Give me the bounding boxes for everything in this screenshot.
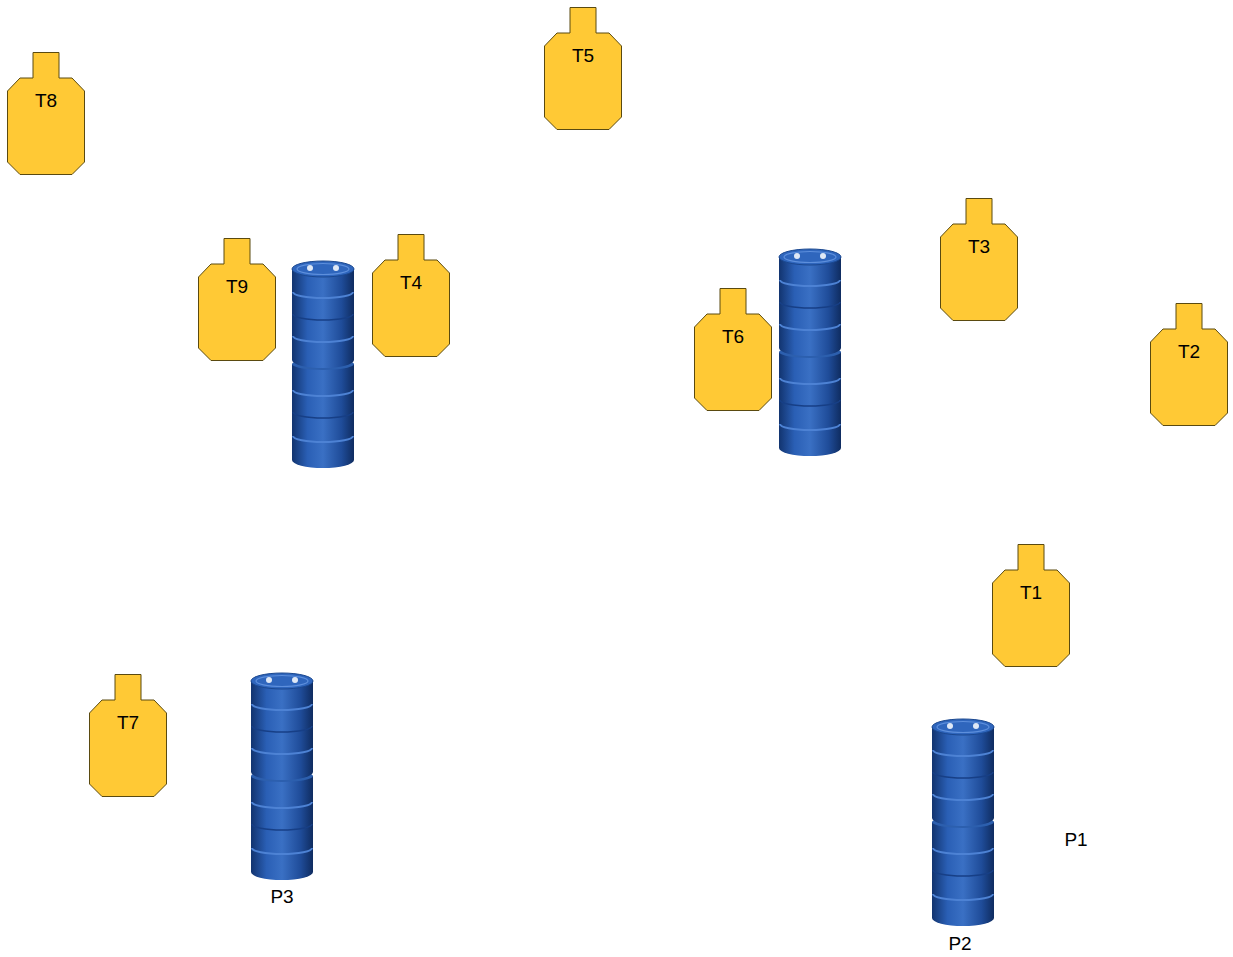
target-shape (695, 289, 772, 411)
target-shape (8, 53, 85, 175)
target-number: T8 (7, 90, 85, 112)
target-outline (544, 7, 622, 130)
target-outline (89, 674, 167, 797)
position-label: P1 (1064, 829, 1087, 851)
target-outline (372, 234, 450, 357)
target-number: T4 (372, 272, 450, 294)
target-number: T7 (89, 712, 167, 734)
target-shape (545, 8, 622, 130)
target: T1 (992, 544, 1070, 667)
target: T7 (89, 674, 167, 797)
target-shape (90, 675, 167, 797)
barrel-stack (292, 261, 354, 468)
target-outline (1150, 303, 1228, 426)
target-outline (992, 544, 1070, 667)
target: T3 (940, 198, 1018, 321)
target-shape (199, 239, 276, 361)
target: T9 (198, 238, 276, 361)
target-outline (198, 238, 276, 361)
target-shape (993, 545, 1070, 667)
barrel-stack (779, 249, 841, 456)
target-number: T5 (544, 45, 622, 67)
target-outline (940, 198, 1018, 321)
target-outline (7, 52, 85, 175)
target-number: T2 (1150, 341, 1228, 363)
position-label: P2 (948, 933, 971, 955)
target-number: T6 (694, 326, 772, 348)
target: T2 (1150, 303, 1228, 426)
position-label: P3 (270, 886, 293, 908)
target-shape (1151, 304, 1228, 426)
barrel-stack (251, 673, 313, 880)
target: T6 (694, 288, 772, 411)
target-shape (941, 199, 1018, 321)
target-number: T3 (940, 236, 1018, 258)
target-number: T1 (992, 582, 1070, 604)
target-shape (373, 235, 450, 357)
target-number: T9 (198, 276, 276, 298)
target-outline (694, 288, 772, 411)
target: T5 (544, 7, 622, 130)
target: T8 (7, 52, 85, 175)
target: T4 (372, 234, 450, 357)
barrel-stack (932, 719, 994, 926)
